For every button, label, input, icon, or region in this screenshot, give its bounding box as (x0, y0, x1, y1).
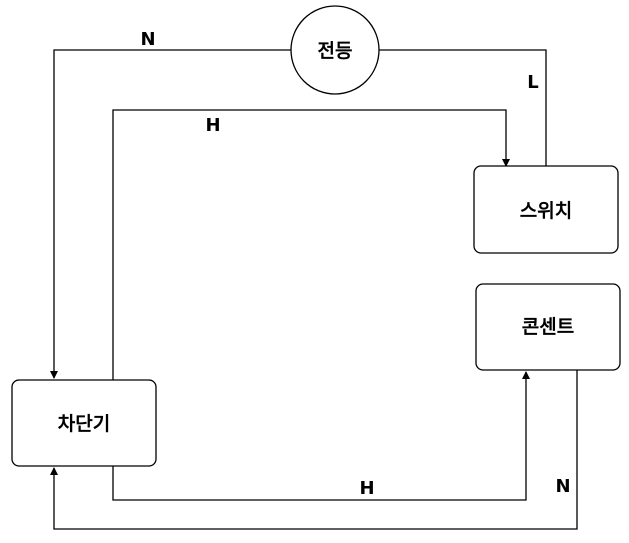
switch-label: 스위치 (520, 200, 572, 222)
lamp-label: 전등 (318, 40, 353, 62)
lamp-to-switch-line-wire (378, 49, 547, 166)
lamp-neutral-label: N (140, 29, 155, 50)
breaker-to-outlet-hot-wire (112, 371, 530, 501)
switch-node: 스위치 (473, 165, 619, 254)
outlet-node: 콘센트 (475, 283, 621, 371)
breaker-label: 차단기 (58, 413, 110, 435)
lamp-node: 전등 (290, 5, 380, 95)
outlet-neutral-label: N (555, 476, 570, 497)
switch-line-label: L (527, 72, 538, 93)
outlet-to-breaker-neutral-wire (50, 370, 578, 530)
breaker-to-switch-hot-wire (112, 109, 510, 380)
breaker-node: 차단기 (11, 379, 157, 467)
lamp-to-breaker-neutral-wire (50, 49, 292, 379)
outlet-hot-label: H (359, 478, 374, 499)
outlet-label: 콘센트 (522, 316, 574, 338)
switch-hot-label: H (205, 115, 220, 136)
